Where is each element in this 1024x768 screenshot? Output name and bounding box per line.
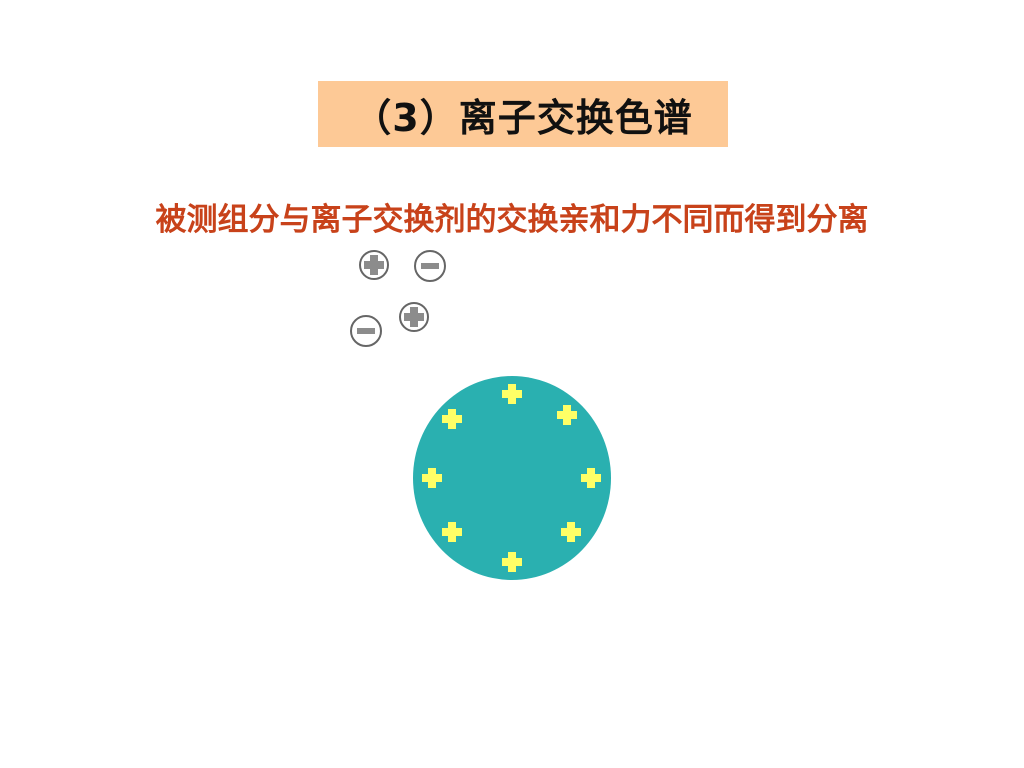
plus-sign-icon [502,552,522,572]
title-box: （3）离子交换色谱 [318,81,728,147]
plus-sign-icon [442,409,462,429]
fixed-charges [422,384,601,572]
plus-sign-icon [442,522,462,542]
plus-sign-icon [561,522,581,542]
slide-subtitle: 被测组分与离子交换剂的交换亲和力不同而得到分离 [155,202,869,238]
plus-sign-icon [422,468,442,488]
slide-title: （3）离子交换色谱 [353,95,693,140]
cation-icon [359,250,389,280]
plus-sign-icon [557,405,577,425]
cation-icon [399,302,429,332]
plus-sign-icon [502,384,522,404]
anion-icon [414,250,446,282]
plus-sign-icon [581,468,601,488]
anion-icon [350,315,382,347]
